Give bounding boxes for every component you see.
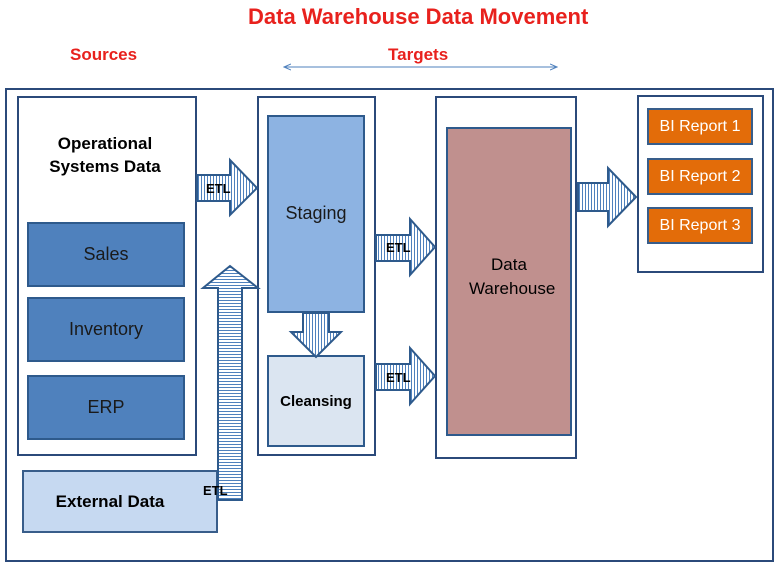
source-erp: ERP [27,375,185,440]
diagram-title: Data Warehouse Data Movement [248,4,589,29]
bi-report-2: BI Report 2 [647,158,753,195]
arrow-warehouse-to-reports [577,165,638,229]
cleansing-box: Cleansing [267,355,365,447]
etl-label-sources-to-staging: ETL [206,181,231,196]
etl-arrow-external-to-staging [200,264,261,501]
arrow-staging-to-cleansing [288,312,344,359]
etl-arrow-cleansing-to-warehouse [375,345,437,407]
bi-report-3: BI Report 3 [647,207,753,244]
external-data-label: External Data [55,491,165,511]
external-data-box: External Data [22,470,218,533]
source-sales: Sales [27,222,185,287]
data-warehouse-box: Data Warehouse [446,127,572,436]
etl-label-external-to-staging: ETL [203,483,228,498]
operational-systems-heading: Operational Systems Data [49,134,161,176]
staging-label: Staging [285,202,347,223]
bi-report-1: BI Report 1 [647,108,753,145]
etl-label-staging-to-warehouse: ETL [386,240,411,255]
targets-heading: Targets [388,45,449,64]
etl-arrow-staging-to-warehouse [375,216,437,278]
data-warehouse-label: Data Warehouse [469,254,556,298]
etl-arrow-sources-to-staging [196,157,259,218]
cleansing-label: Cleansing [280,392,352,410]
etl-label-cleansing-to-warehouse: ETL [386,370,411,385]
source-inventory: Inventory [27,297,185,362]
sources-heading: Sources [70,45,138,64]
